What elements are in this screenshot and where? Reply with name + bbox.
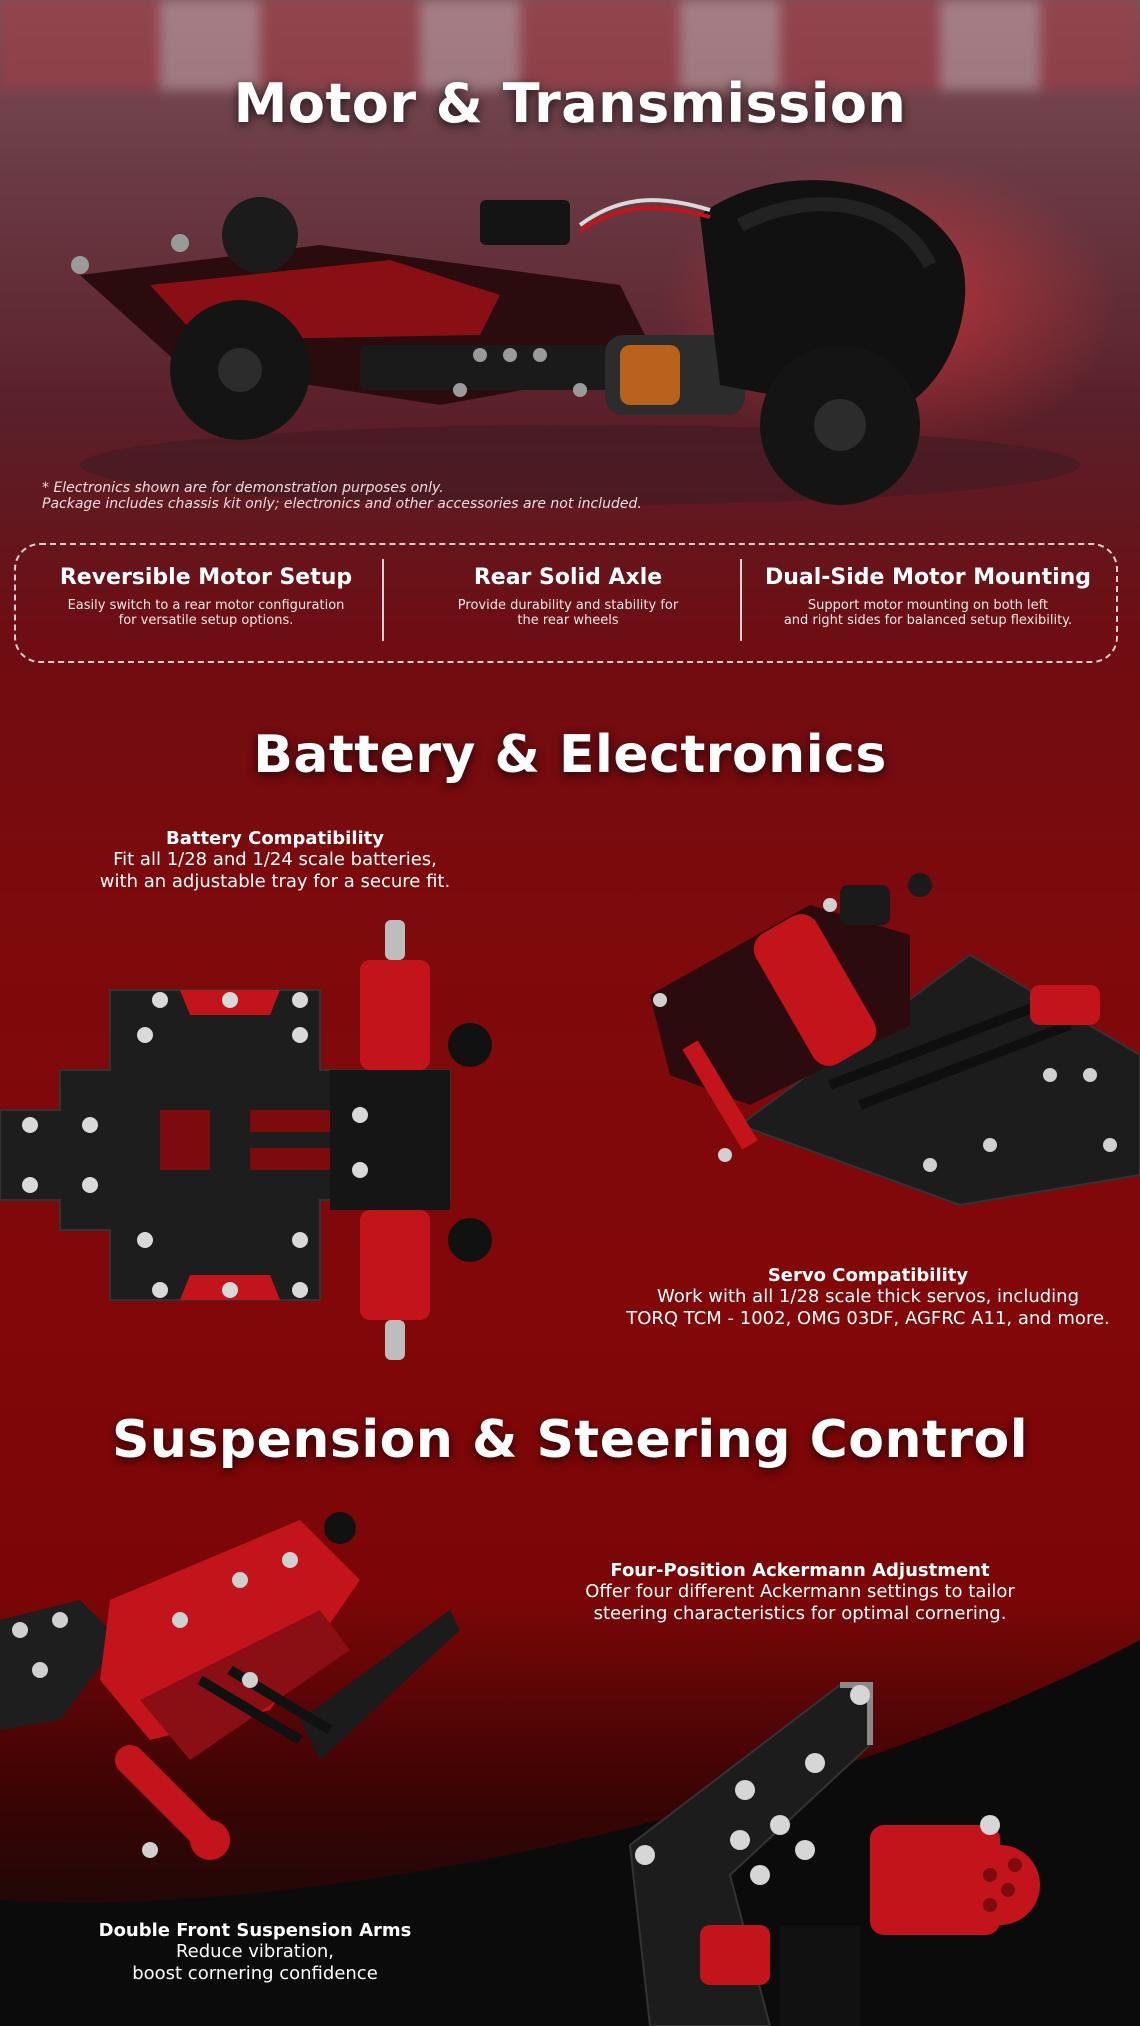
section-title-motor: Motor & Transmission (233, 72, 907, 135)
caption-line-2: with an adjustable tray for a secure fit… (99, 871, 451, 892)
feature-dual-side-mounting: Dual-Side Motor Mounting Support motor m… (748, 565, 1108, 628)
servo-compatibility-caption: Servo Compatibility Work with all 1/28 s… (598, 1265, 1138, 1330)
caption-line-2: steering characteristics for optimal cor… (593, 1603, 1007, 1624)
section-title-suspension: Suspension & Steering Control (111, 1410, 1029, 1470)
section-title-battery: Battery & Electronics (253, 725, 887, 785)
caption-line-1: Work with all 1/28 scale thick servos, i… (656, 1286, 1080, 1307)
caption-title: Double Front Suspension Arms (98, 1920, 412, 1941)
note-line-2: Package includes chassis kit only; elect… (42, 496, 642, 512)
feature-rear-solid-axle: Rear Solid Axle Provide durability and s… (388, 565, 748, 628)
ackermann-caption: Four-Position Ackermann Adjustment Offer… (540, 1560, 1060, 1625)
backdrop-stripes (0, 0, 1140, 90)
carbon-chassis-plate-image (0, 920, 492, 1360)
feature-desc-line-1: Provide durability and stability for (457, 598, 679, 613)
feature-desc-line-2: the rear wheels (517, 613, 619, 628)
feature-desc-line-1: Support motor mounting on both left (807, 598, 1049, 613)
suspension-arms-caption: Double Front Suspension Arms Reduce vibr… (60, 1920, 450, 1985)
front-suspension-image (0, 1512, 460, 1860)
servo-assembly-image (650, 873, 1140, 1207)
car-chassis-image (71, 165, 1120, 505)
ackermann-steering-plate-image (628, 1682, 1040, 2026)
feature-reversible-motor: Reversible Motor Setup Easily switch to … (26, 565, 386, 628)
feature-title: Rear Solid Axle (473, 565, 663, 590)
caption-title: Battery Compatibility (165, 828, 385, 849)
caption-line-2: TORQ TCM - 1002, OMG 03DF, AGFRC A11, an… (626, 1308, 1110, 1329)
feature-title: Reversible Motor Setup (59, 565, 353, 590)
feature-highlights-box: Reversible Motor Setup Easily switch to … (14, 543, 1118, 663)
caption-line-2: boost cornering confidence (132, 1963, 378, 1984)
feature-title: Dual-Side Motor Mounting (764, 565, 1092, 590)
battery-compatibility-caption: Battery Compatibility Fit all 1/28 and 1… (60, 828, 490, 893)
caption-title: Four-Position Ackermann Adjustment (610, 1560, 990, 1581)
feature-desc-line-2: for versatile setup options. (118, 613, 294, 628)
caption-line-1: Reduce vibration, (175, 1941, 334, 1962)
note-line-1: * Electronics shown are for demonstratio… (42, 480, 444, 496)
feature-divider (382, 559, 384, 641)
feature-divider (740, 559, 742, 641)
disclaimer-note: * Electronics shown are for demonstratio… (42, 480, 642, 512)
caption-line-1: Fit all 1/28 and 1/24 scale batteries, (113, 849, 437, 870)
caption-title: Servo Compatibility (767, 1265, 969, 1286)
caption-line-1: Offer four different Ackermann settings … (585, 1581, 1015, 1602)
feature-desc-line-2: and right sides for balanced setup flexi… (783, 613, 1073, 628)
feature-desc-line-1: Easily switch to a rear motor configurat… (67, 598, 345, 613)
